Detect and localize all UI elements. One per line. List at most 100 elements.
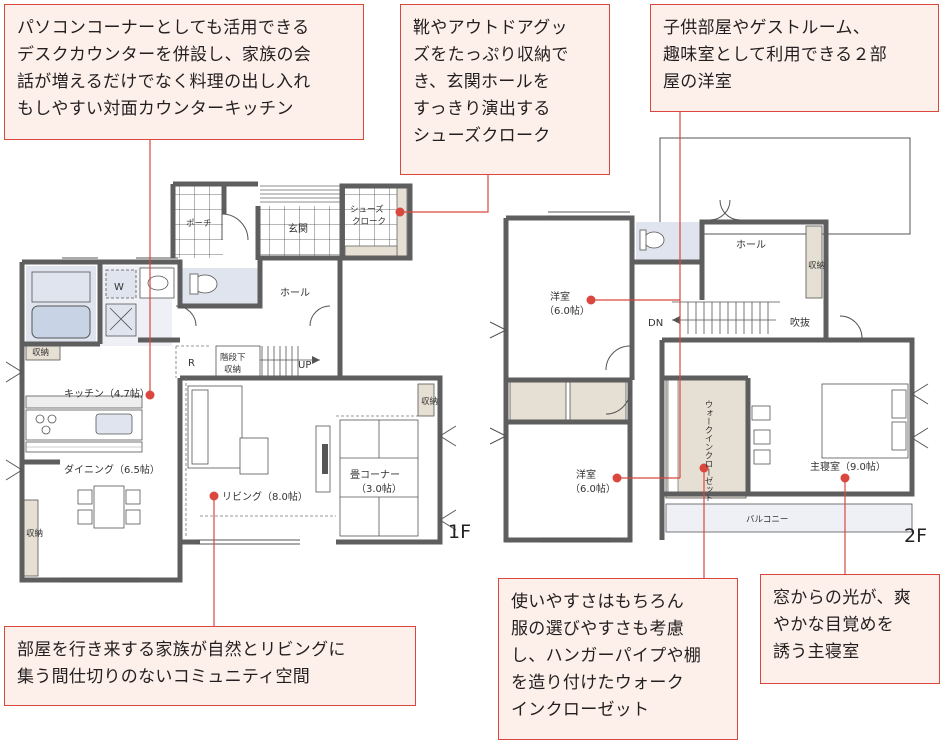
stairs-2f-arrow [672, 316, 680, 324]
pillow-2 [891, 421, 907, 451]
balcony-area [665, 503, 913, 533]
dot-shoes [395, 207, 405, 217]
label-western-b-2: （6.0帖） [570, 482, 616, 495]
dot-master [840, 473, 850, 483]
label-fridge: R [188, 358, 195, 369]
washing-machine [105, 269, 137, 299]
stove-3 [41, 425, 51, 435]
toilet-2f [643, 231, 665, 249]
label-shoe-closet-1: シューズ [350, 204, 384, 215]
label-wic: ウォークインクローゼット [703, 400, 713, 502]
sink-basin [109, 307, 133, 331]
label-1f: 1F [448, 521, 471, 543]
stove-1 [35, 414, 45, 424]
first-floor [5, 181, 457, 583]
dot-kitchen [145, 390, 155, 400]
label-hall-2f: ホール [736, 239, 766, 251]
label-dining: ダイニング（6.5帖） [64, 463, 160, 476]
dining-chair-4 [125, 509, 141, 525]
dining-chair-1 [77, 489, 93, 505]
storage-living [417, 383, 435, 417]
callout-master-bedroom: 窓からの光が、爽 やかな目覚めを 誘う主寝室 [760, 574, 940, 684]
porch-steps [260, 185, 340, 203]
western-connector [591, 112, 681, 479]
tv [322, 444, 328, 474]
label-tatami-1: 畳コーナー [350, 469, 400, 481]
kitchen-back-counter [25, 395, 143, 409]
storage-2f [805, 225, 823, 299]
callout-shoe-closet: 靴やアウトドアグッ ズをたっぷり収納で き、玄関ホールを すっきり演出する シュ… [400, 4, 610, 175]
label-entrance: 玄関 [288, 222, 308, 235]
label-porch: ポーチ [186, 219, 212, 229]
shoe-shelf [396, 187, 408, 257]
label-storage-living: 収納 [421, 396, 438, 407]
closet-a [509, 381, 567, 421]
label-tatami-2: （3.0帖） [356, 482, 402, 495]
label-storage-kitchen: 収納 [32, 347, 49, 358]
label-balcony: バルコニー [746, 515, 788, 525]
toilet-tank-1f [189, 273, 199, 295]
dining-table [93, 485, 125, 529]
label-shoe-closet-2: クローク [352, 217, 386, 227]
porch-area [173, 186, 223, 258]
label-stair-storage-1: 階段下 [220, 352, 246, 363]
label-storage-2f: 収納 [808, 260, 825, 271]
dot-closet [699, 463, 709, 473]
callout-western-rooms: 子供部屋やゲストルーム、 趣味室として利用できる２部 屋の洋室 [650, 4, 939, 112]
sofa-seat [191, 389, 209, 465]
second-floor [489, 112, 929, 543]
label-western-a-1: 洋室 [550, 290, 570, 303]
master-chair-1 [753, 429, 771, 445]
tatami-mats [339, 419, 419, 537]
callout-kitchen: パソコンコーナーとしても活用できる デスクカウンターを併設し、家族の会 話が増え… [4, 4, 364, 140]
label-washer: W [114, 282, 124, 293]
label-hall-1f: ホール [280, 287, 310, 299]
pillow-1 [891, 389, 907, 419]
stairs-2f [672, 301, 780, 334]
callout-connectors [149, 140, 846, 626]
kitchen-sink [95, 413, 133, 435]
label-kitchen: キッチン（4.7帖） [64, 387, 150, 400]
label-up: UP [298, 360, 311, 371]
label-master: 主寝室（9.0帖） [810, 460, 886, 473]
stair-storage [215, 345, 261, 377]
label-storage-dining: 収納 [26, 528, 43, 539]
dining-chair-2 [77, 509, 93, 525]
wash-basin [147, 275, 169, 291]
closet-b [569, 381, 627, 421]
entrance-area [258, 206, 340, 258]
label-living: リビング（8.0帖） [222, 490, 308, 503]
stairs-1f [260, 346, 320, 376]
room-labels-2f: ホール 収納 DN 吹抜 洋室 （6.0帖） 洋室 （6.0帖） ウォークインク… [544, 239, 927, 547]
label-void: 吹抜 [790, 316, 810, 329]
roof-outline [659, 137, 911, 235]
windows-1f [5, 213, 457, 583]
callout-dots [145, 207, 850, 501]
bath-floor [31, 271, 91, 303]
label-dn: DN [648, 318, 663, 329]
dot-western-b [612, 473, 622, 483]
master-chair-2 [753, 449, 771, 465]
master-table [751, 405, 771, 421]
dining-chair-3 [125, 489, 141, 505]
dot-western-a [586, 295, 596, 305]
callout-walk-in-closet: 使いやすさはもちろん 服の選びやすさも考慮 し、ハンガーパイプや棚 を造り付けた… [498, 578, 738, 740]
shoe-shelf-bottom [344, 245, 398, 257]
walls-2f [503, 215, 915, 543]
label-western-a-2: （6.0帖） [544, 304, 590, 317]
label-2f: 2F [904, 525, 927, 547]
label-western-b-1: 洋室 [576, 468, 596, 481]
label-stair-storage-2: 収納 [224, 364, 241, 375]
stove-2 [47, 414, 57, 424]
dashed-lines-1f [175, 345, 418, 536]
bathtub [31, 305, 91, 339]
coffee-table [239, 437, 269, 475]
toilet-tank-2f [639, 229, 647, 251]
room-labels-1f: ポーチ 玄関 シューズ クローク ホール W R 階段下 収納 UP 収納 収納… [26, 204, 471, 543]
walls-1f [19, 181, 443, 583]
windows-2f [489, 199, 929, 543]
dot-living [209, 491, 219, 501]
callout-living: 部屋を行き来する家族が自然とリビングに 集う間仕切りのないコミュニティ空間 [4, 626, 416, 706]
stairs-arrow [312, 356, 320, 364]
